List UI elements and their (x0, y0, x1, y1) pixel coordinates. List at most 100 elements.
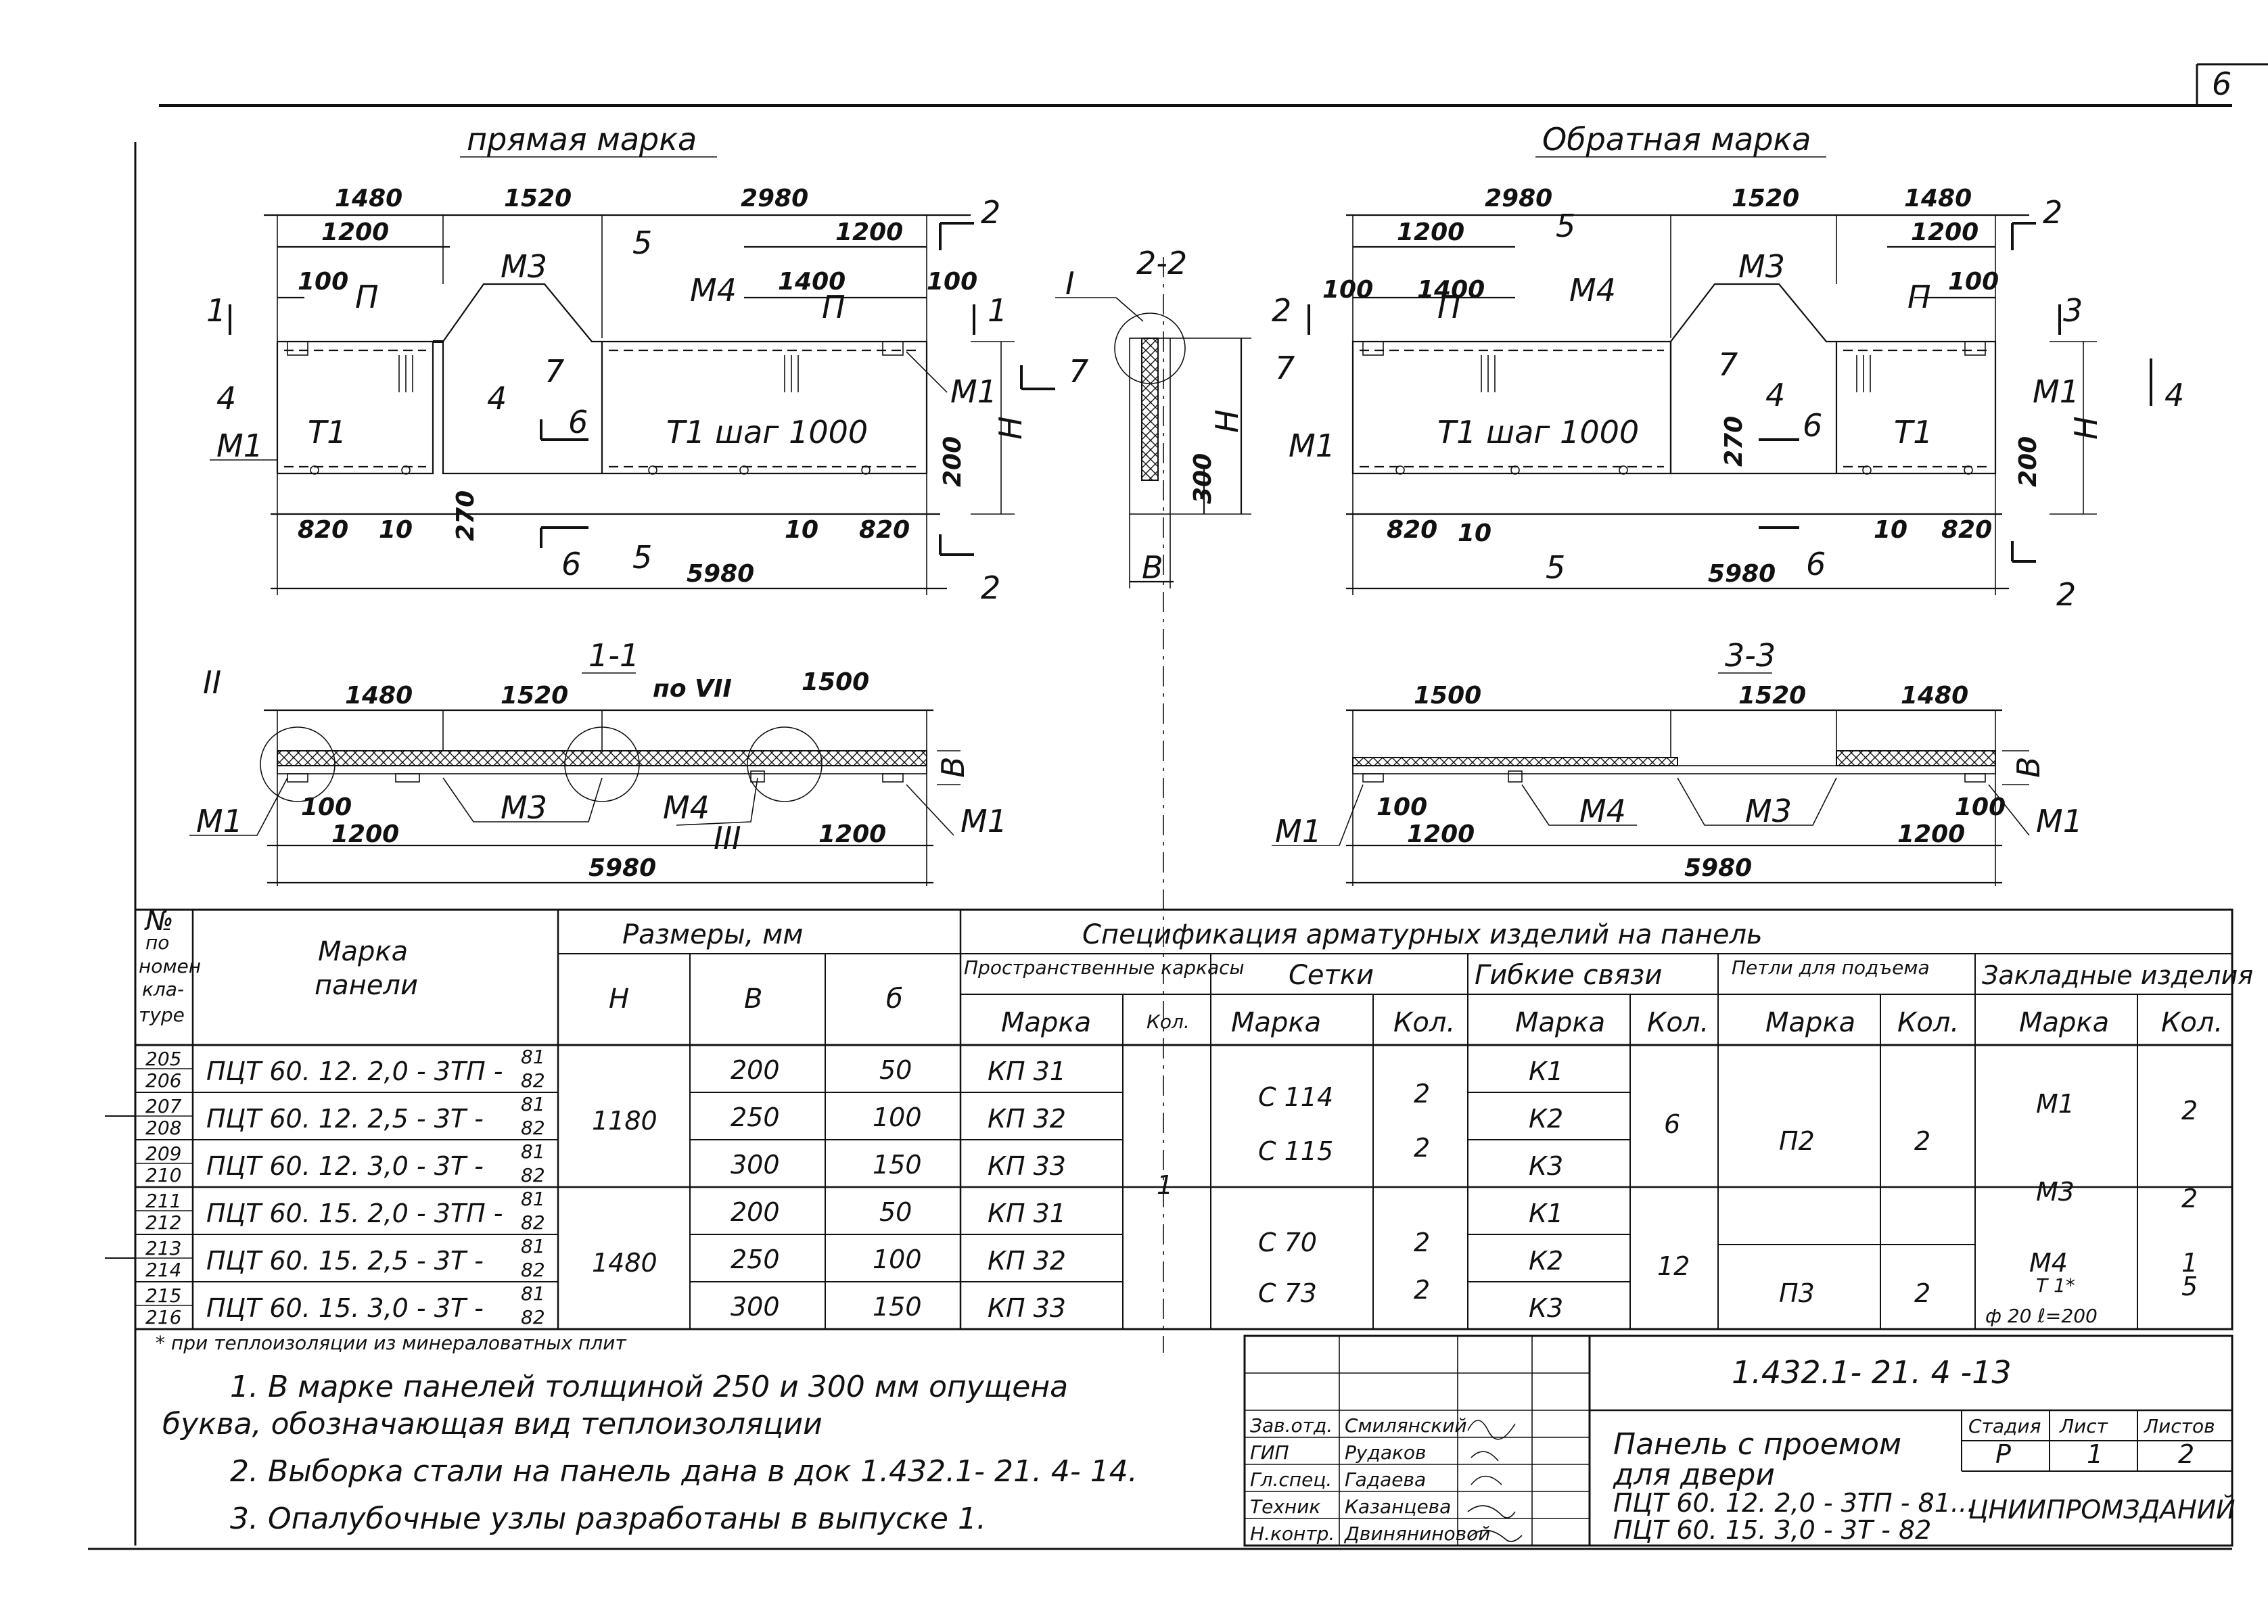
row-num: 209 (145, 1142, 181, 1165)
direct-view-title: прямая марка (467, 121, 697, 158)
row-suffix: 82 (521, 1164, 545, 1186)
rev-dim-H: Н (2068, 416, 2104, 440)
emb-qty: 2 (2181, 1184, 2198, 1213)
dim-1480: 1480 (335, 185, 402, 212)
label-m3: М3 (501, 248, 547, 285)
rev-cut-7-right: 7 (1718, 346, 1738, 383)
tie-qty: 6 (1664, 1109, 1680, 1139)
emb-mark: Т 1* (2036, 1274, 2075, 1297)
row-num: 208 (145, 1117, 181, 1139)
reverse-view-title: Обратная марка (1542, 121, 1811, 158)
rev-dim-5980: 5980 (1708, 560, 1776, 588)
cut-7-right: 7 (1069, 353, 1088, 390)
stamp-sheet-hdr: Лист (2059, 1415, 2108, 1437)
cut-2-bottom: 2 (981, 570, 1000, 606)
row-b: 150 (873, 1150, 922, 1180)
hdr-embedded: Закладные изделия (1982, 960, 2253, 990)
hdr-B: В (744, 983, 762, 1015)
rev-dim-1200-left: 1200 (1397, 218, 1464, 246)
rev-label-loop-right: П (1907, 279, 1931, 315)
row-B: 200 (731, 1197, 780, 1227)
note-1: 1. В марке панелей толщиной 250 и 300 мм… (230, 1370, 1068, 1404)
frame-qty: 1 (1157, 1170, 1173, 1200)
hdr-mark-1: Марка (318, 936, 408, 967)
cut-4-left: 4 (216, 380, 236, 417)
s33-label-m4: М4 (1579, 793, 1626, 829)
loop-qty: 2 (1914, 1126, 1930, 1156)
stamp-name: Рудаков (1345, 1441, 1427, 1464)
tie-mark: К1 (1529, 1199, 1563, 1228)
cut-1-right: 1 (988, 292, 1007, 329)
dim-H: Н (992, 416, 1029, 440)
hdr-b: б (886, 983, 903, 1015)
dim-1400: 1400 (778, 268, 846, 296)
row-b: 50 (879, 1055, 912, 1085)
rev-dim-100-right: 100 (1948, 268, 1999, 296)
row-num: 210 (145, 1164, 181, 1186)
stamp-stage-hdr: Стадия (1968, 1415, 2041, 1437)
s11-callout-III: III (714, 820, 741, 856)
rev-label-m1-right: М1 (2033, 373, 2079, 410)
net-mark: С 73 (1258, 1278, 1317, 1308)
rev-dim-1400: 1400 (1417, 276, 1485, 304)
rev-dim-820-left: 820 (1387, 516, 1437, 544)
rev-dim-2980: 2980 (1485, 185, 1552, 212)
cut-2-top: 2 (981, 194, 1000, 231)
row-suffix: 81 (521, 1046, 545, 1068)
hdr-num-3: номен (139, 955, 201, 977)
rev-label-t1-right: Т1 (1894, 414, 1933, 450)
dim-1520: 1520 (504, 185, 572, 212)
footnote: * при теплоизоляции из минераловатных пл… (156, 1332, 626, 1354)
note-1-cont: буква, обозначающая вид теплоизоляции (162, 1407, 823, 1441)
rev-label-m1-left: М1 (1289, 427, 1335, 464)
loop-mark: П3 (1779, 1278, 1815, 1308)
hdr-net-mark: Марка (1231, 1007, 1321, 1038)
s11-label-m3: М3 (501, 789, 547, 826)
rev-label-loop-left: П (1437, 289, 1461, 325)
row-num: 206 (145, 1069, 181, 1092)
row-b: 100 (873, 1245, 922, 1274)
s33-dim-1520: 1520 (1738, 682, 1806, 710)
s11-dim-100: 100 (301, 793, 352, 821)
stamp-stage: Р (1995, 1439, 2011, 1469)
dim-820-left: 820 (298, 516, 348, 544)
hdr-frame-qty: Кол. (1147, 1011, 1190, 1033)
H-1180: 1180 (592, 1106, 657, 1136)
cut-5-bottom: 5 (632, 539, 652, 576)
emb-qty: 1 (2181, 1248, 2198, 1278)
table-row: 215 216 ПЦТ 60. 15. 3,0 - 3Т - 81 82 300… (145, 1282, 1066, 1328)
row-frame: КП 31 (988, 1199, 1066, 1228)
row-suffix: 82 (521, 1259, 545, 1281)
row-frame: КП 33 (988, 1151, 1066, 1181)
cut-7-left: 7 (545, 353, 564, 390)
net-mark: С 115 (1258, 1136, 1333, 1166)
rev-cut-2-bottom: 2 (2056, 576, 2076, 613)
row-suffix: 82 (521, 1211, 545, 1234)
rev-label-m3: М3 (1738, 248, 1785, 285)
row-mark: ПЦТ 60. 15. 2,0 - 3ТП - (206, 1199, 503, 1228)
dim-1200-left: 1200 (321, 218, 389, 246)
dim-270: 270 (452, 490, 480, 541)
rev-cut-7-left: 7 (1275, 350, 1295, 386)
direct-mark-view: прямая марка 1480 (206, 121, 1088, 606)
tie-qty: 12 (1657, 1251, 1690, 1281)
rev-cut-2-top-right: 2 (2043, 194, 2062, 231)
label-loop-right: П (822, 289, 846, 325)
section-2-2-H: Н (1209, 409, 1245, 433)
row-frame: КП 32 (988, 1104, 1066, 1134)
row-mark: ПЦТ 60. 15. 3,0 - 3Т - (206, 1293, 484, 1323)
stamp-role: Зав.отд. (1250, 1414, 1333, 1437)
rev-dim-100-left: 100 (1322, 276, 1373, 304)
row-B: 200 (731, 1055, 780, 1085)
section-3-3: 3-3 1500 1520 1480 100 1200 100 1200 598… (1272, 637, 2083, 886)
dim-10-right: 10 (785, 516, 818, 544)
rev-cut-5-top: 5 (1556, 208, 1575, 244)
s33-label-m1-left: М1 (1275, 813, 1322, 850)
table-row: 209 210 ПЦТ 60. 12. 3,0 - 3Т - 81 82 300… (145, 1140, 1066, 1186)
dim-1200-right: 1200 (835, 218, 903, 246)
hdr-num-1: № (144, 906, 174, 937)
section-2-2: 2-2 I Н 300 В (1055, 245, 1251, 1353)
emb-qty: 2 (2181, 1096, 2198, 1126)
tie-mark: К2 (1529, 1104, 1563, 1134)
row-mark: ПЦТ 60. 15. 2,5 - 3Т - (206, 1246, 484, 1276)
